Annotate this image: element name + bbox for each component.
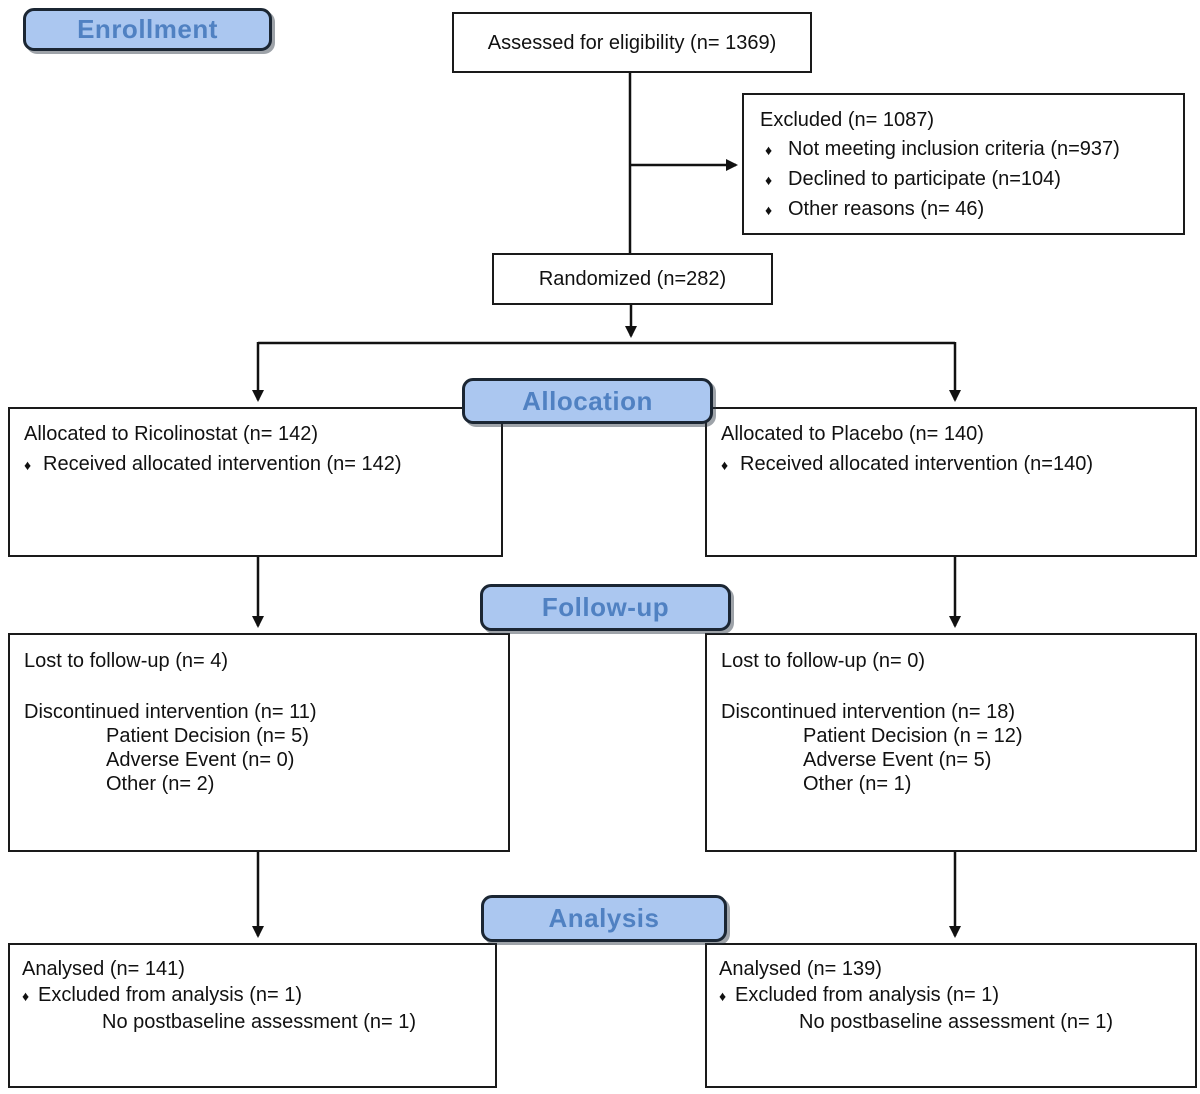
- stage-label-followup: Follow-up: [480, 584, 731, 631]
- excluded-bullet-1-text: Not meeting inclusion criteria (n=937): [788, 138, 1120, 160]
- excluded-box: Excluded (n= 1087) ♦ Not meeting inclusi…: [742, 93, 1185, 235]
- allocation-ricolinostat-bullet: ♦ Received allocated intervention (n= 14…: [24, 451, 493, 478]
- stage-label-allocation: Allocation: [462, 378, 713, 424]
- analysis-left-title: Analysed (n= 141): [22, 958, 185, 980]
- randomized-box: Randomized (n=282): [492, 253, 773, 305]
- analysis-right-sub: No postbaseline assessment (n= 1): [799, 1011, 1114, 1033]
- followup-right-sub-3: Other (n= 1): [803, 773, 912, 795]
- bullet-icon: ♦: [24, 457, 32, 473]
- followup-right-sub-2: Adverse Event (n= 5): [803, 749, 992, 771]
- followup-left-sub-1: Patient Decision (n= 5): [106, 725, 309, 747]
- analysis-ricolinostat-box: Analysed (n= 141) ♦ Excluded from analys…: [8, 943, 497, 1088]
- assessed-eligibility-text: Assessed for eligibility (n= 1369): [487, 31, 777, 54]
- analysis-left-bullet: ♦ Excluded from analysis (n= 1): [22, 982, 489, 1009]
- bullet-icon: ♦: [765, 172, 773, 188]
- followup-left-discontinued: Discontinued intervention (n= 11): [24, 701, 317, 723]
- analysis-left-sub: No postbaseline assessment (n= 1): [102, 1011, 417, 1033]
- analysis-placebo-box: Analysed (n= 139) ♦ Excluded from analys…: [705, 943, 1197, 1088]
- analysis-right-title: Analysed (n= 139): [719, 958, 882, 980]
- excluded-bullet-3-text: Other reasons (n= 46): [788, 198, 985, 220]
- bullet-icon: ♦: [22, 988, 30, 1004]
- allocation-placebo-title: Allocated to Placebo (n= 140): [721, 423, 984, 445]
- allocation-placebo-bullet-text: Received allocated intervention (n=140): [740, 453, 1093, 475]
- allocation-ricolinostat-bullet-text: Received allocated intervention (n= 142): [43, 453, 402, 475]
- excluded-bullet-2-text: Declined to participate (n=104): [788, 168, 1061, 190]
- stage-label-enrollment: Enrollment: [23, 8, 272, 51]
- excluded-title: Excluded (n= 1087): [760, 109, 935, 131]
- followup-ricolinostat-box: Lost to follow-up (n= 4) Discontinued in…: [8, 633, 510, 852]
- followup-right-lost: Lost to follow-up (n= 0): [721, 650, 925, 672]
- excluded-bullet-2: ♦ Declined to participate (n=104): [760, 165, 1177, 195]
- stage-label-analysis: Analysis: [481, 895, 727, 942]
- randomized-text: Randomized (n=282): [538, 268, 727, 290]
- bullet-icon: ♦: [721, 457, 729, 473]
- bullet-icon: ♦: [719, 988, 727, 1004]
- excluded-bullet-3: ♦ Other reasons (n= 46): [760, 195, 1177, 225]
- followup-right-sub-1: Patient Decision (n = 12): [803, 725, 1023, 747]
- allocation-ricolinostat-box: Allocated to Ricolinostat (n= 142) ♦ Rec…: [8, 407, 503, 557]
- allocation-ricolinostat-title: Allocated to Ricolinostat (n= 142): [24, 423, 319, 445]
- allocation-placebo-bullet: ♦ Received allocated intervention (n=140…: [721, 451, 1187, 478]
- bullet-icon: ♦: [765, 142, 773, 158]
- analysis-left-bullet-text: Excluded from analysis (n= 1): [38, 984, 303, 1006]
- followup-right-discontinued: Discontinued intervention (n= 18): [721, 701, 1016, 723]
- analysis-right-bullet-text: Excluded from analysis (n= 1): [735, 984, 1000, 1006]
- bullet-icon: ♦: [765, 202, 773, 218]
- followup-left-sub-2: Adverse Event (n= 0): [106, 749, 295, 771]
- followup-placebo-box: Lost to follow-up (n= 0) Discontinued in…: [705, 633, 1197, 852]
- excluded-bullet-1: ♦ Not meeting inclusion criteria (n=937): [760, 135, 1177, 165]
- assessed-eligibility-box: Assessed for eligibility (n= 1369): [452, 12, 812, 73]
- allocation-placebo-box: Allocated to Placebo (n= 140) ♦ Received…: [705, 407, 1197, 557]
- followup-left-lost: Lost to follow-up (n= 4): [24, 650, 228, 672]
- analysis-right-bullet: ♦ Excluded from analysis (n= 1): [719, 982, 1189, 1009]
- followup-left-sub-3: Other (n= 2): [106, 773, 215, 795]
